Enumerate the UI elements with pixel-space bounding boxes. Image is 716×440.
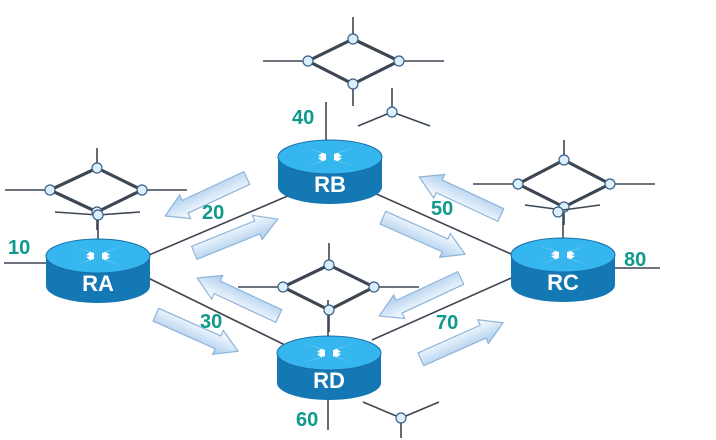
network-labels: 10 20 30 40 50 60 70 80 — [8, 107, 646, 431]
hub-icon — [357, 88, 431, 127]
link-ra-rd — [141, 274, 286, 346]
label-ra-rb: 20 — [202, 202, 224, 224]
router-label: RC — [547, 270, 579, 295]
flow-arrow-icon — [150, 302, 244, 364]
hub-icon — [362, 401, 440, 438]
router-rc: RC — [510, 237, 616, 302]
link-rb-rc — [371, 191, 521, 259]
router-label: RD — [313, 368, 345, 393]
ring-network-icon — [263, 17, 444, 106]
router-icon — [304, 147, 356, 167]
router-label: RB — [314, 172, 346, 197]
router-rd: RD — [276, 335, 382, 400]
router-top — [276, 335, 382, 371]
label-rb-rc: 50 — [431, 198, 453, 220]
router-top — [45, 238, 151, 274]
router-top — [277, 139, 383, 175]
label-rb-net: 40 — [292, 107, 314, 129]
label-rc-net: 80 — [624, 249, 646, 271]
router-links — [141, 191, 521, 346]
hub-icon — [54, 209, 141, 221]
flow-arrow-icon — [415, 310, 509, 372]
router-label: RA — [82, 271, 114, 296]
router-rb: RB — [277, 139, 383, 204]
label-rd-net: 60 — [296, 409, 318, 431]
routers: RA RB RC RD — [45, 139, 616, 400]
router-icon — [72, 246, 124, 266]
label-ra-net: 10 — [8, 237, 30, 259]
router-top — [510, 237, 616, 273]
label-ra-rd: 30 — [200, 311, 222, 333]
label-rd-rc: 70 — [436, 312, 458, 334]
link-ra-rb — [141, 194, 291, 259]
hub-icon — [524, 204, 601, 218]
link-rd-rc — [371, 274, 519, 341]
router-icon — [537, 245, 589, 265]
router-icon — [303, 343, 355, 363]
router-ra: RA — [45, 238, 151, 303]
ring-network-icon — [238, 243, 419, 332]
